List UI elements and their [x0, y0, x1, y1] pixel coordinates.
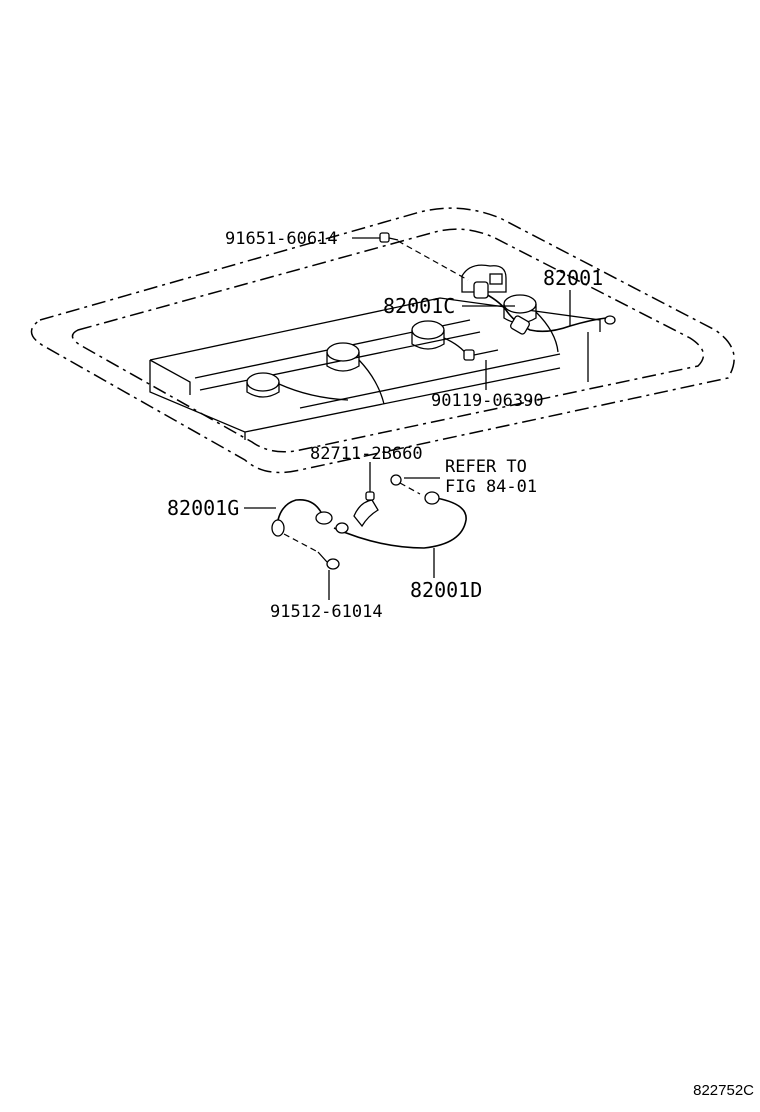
label-91651-60614: 91651-60614	[225, 229, 338, 249]
nut-refer	[390, 474, 402, 486]
connector-82001	[510, 315, 530, 335]
battery-cap-5	[461, 264, 507, 293]
battery-cap-4	[503, 294, 537, 324]
connector-82711	[353, 491, 379, 528]
harness-82001	[481, 291, 607, 333]
battery-cap-2	[326, 342, 360, 372]
sensor-wire-4	[535, 311, 559, 353]
label-90119-06390: 90119-06390	[431, 391, 544, 411]
tray-outer-outline	[30, 207, 735, 474]
bolt-90119	[463, 349, 499, 361]
tray-inner-outline	[71, 228, 705, 453]
ground-terminal	[604, 315, 616, 325]
battery-cap-1	[246, 372, 280, 398]
bolt-91512	[317, 551, 340, 570]
label-fig-84-01: FIG 84-01	[445, 477, 537, 497]
sensor-82001g	[271, 498, 333, 537]
label-82001: 82001	[543, 266, 603, 290]
nut-refer-dash	[399, 482, 421, 495]
illustration-code: 822752C	[693, 1082, 754, 1099]
battery-cap-3	[411, 320, 445, 350]
connector-82001c	[473, 281, 489, 299]
sensor-wire-1	[278, 383, 349, 401]
bolt-91512-dash	[283, 533, 319, 553]
label-82001c: 82001C	[383, 294, 455, 318]
label-refer-to: REFER TO	[445, 457, 527, 477]
sensor-wire-2	[358, 359, 385, 405]
harness-82001d	[333, 491, 467, 549]
label-91512-61014: 91512-61014	[270, 602, 383, 622]
clip-91651-dash	[397, 240, 469, 281]
label-82001g: 82001G	[167, 496, 239, 520]
label-82001d: 82001D	[410, 578, 482, 602]
label-82711-2b660: 82711-2B660	[310, 444, 423, 464]
clip-91651	[379, 232, 399, 243]
